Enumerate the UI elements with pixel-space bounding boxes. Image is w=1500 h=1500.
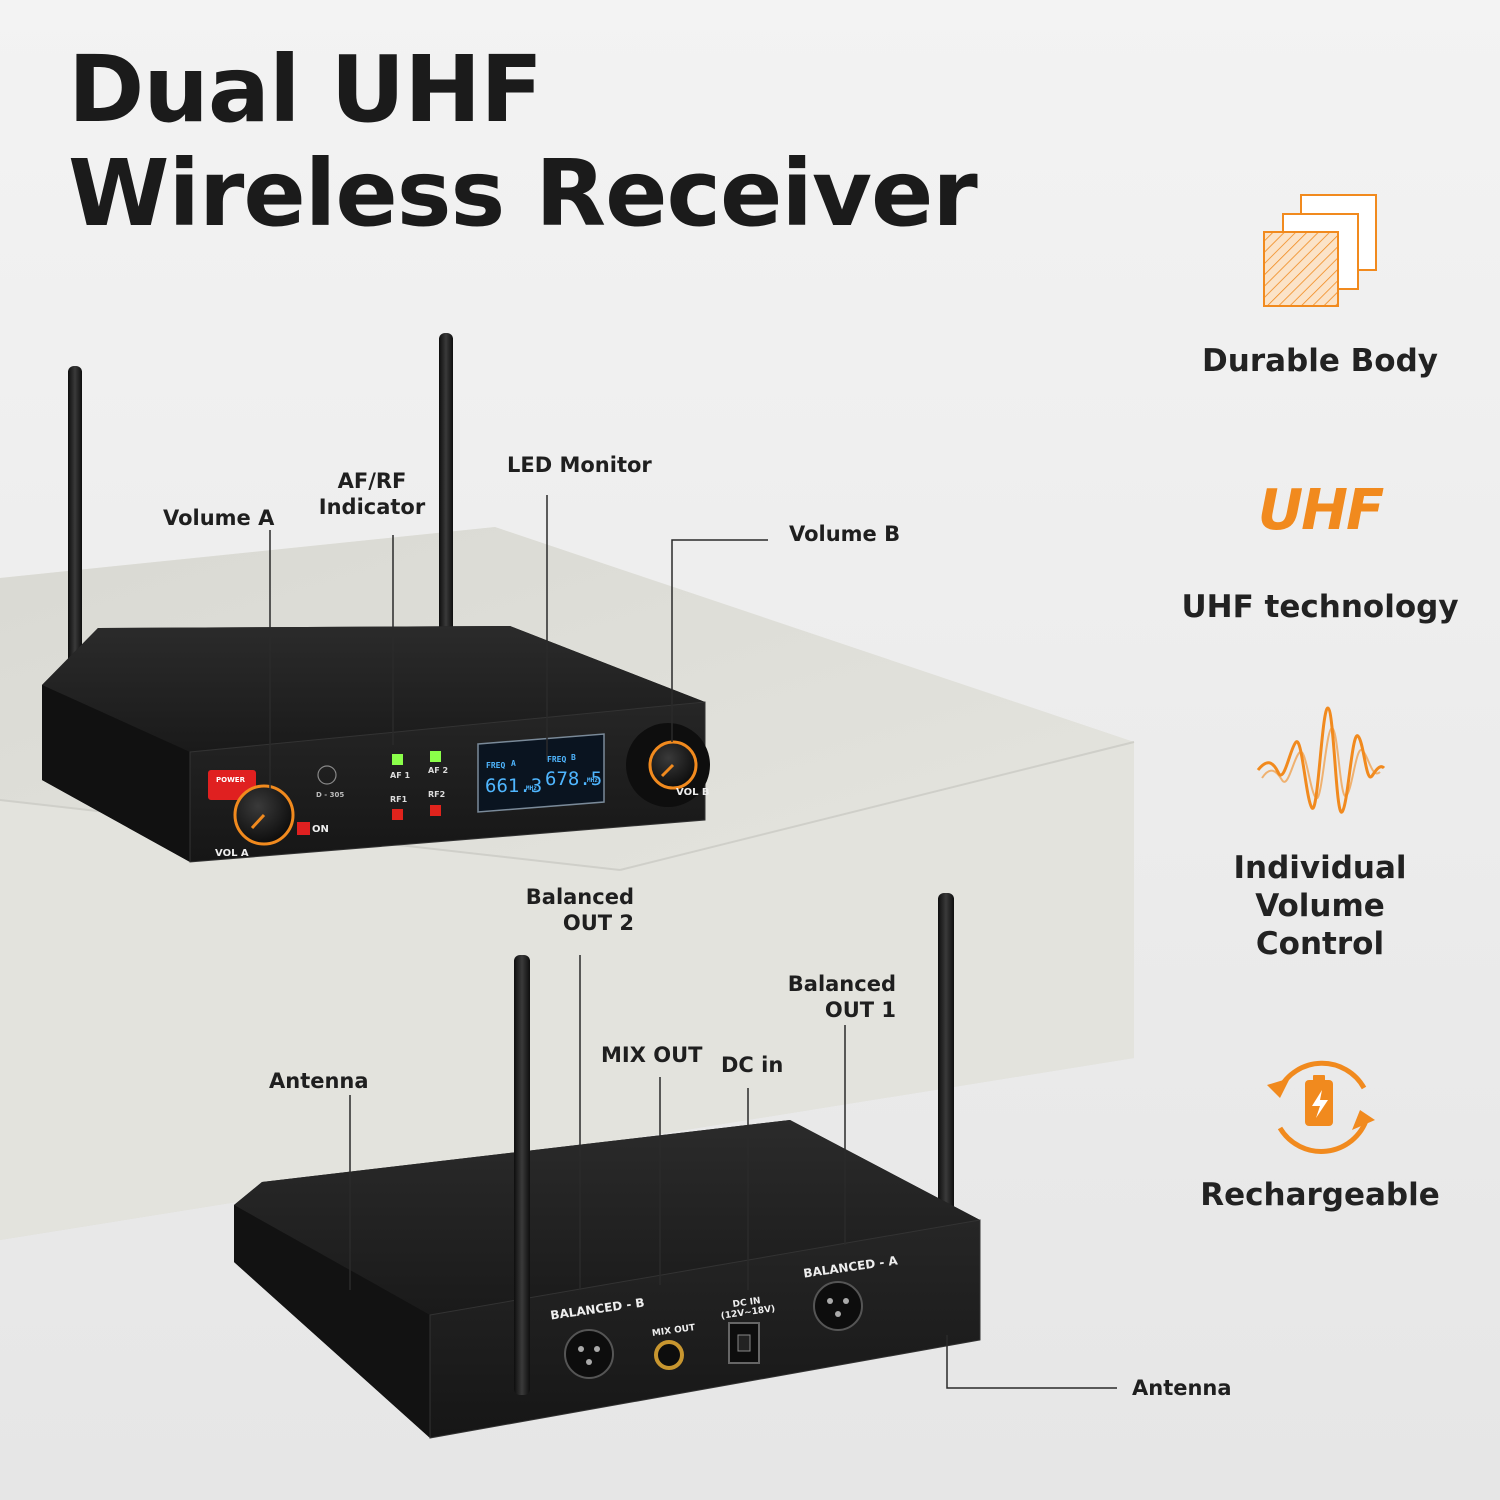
callout-balanced-out-1-line-2: OUT 1 [824,998,896,1022]
feature-rechargeable: Rechargeable [1170,1176,1470,1214]
uhf-text-icon: UHF [1170,478,1470,543]
callout-af-rf-line-1: AF/RF [337,469,407,493]
af2-label: AF 2 [428,766,449,775]
mix-out-jack [654,1340,684,1370]
sound-wave-icon [1256,706,1386,814]
callout-balanced-out-1: Balanced OUT 1 [782,971,896,1023]
lcd-frequency-b: 678.5 [545,768,603,790]
antenna-left-front [68,366,82,686]
lcd-unit-a: MHz [526,785,537,792]
callout-volume-b: Volume B [789,522,901,546]
brand-logo [317,765,337,785]
feature-uhf-technology-label: UHF technology [1181,589,1459,625]
callout-antenna-left: Antenna [269,1069,369,1093]
page-title: Dual UHF Wireless Receiver [68,36,978,247]
callout-volume-a: Volume A [163,506,275,530]
xlr-balanced-a [813,1281,863,1331]
af1-label: AF 1 [390,771,411,780]
feature-durable-body-label: Durable Body [1202,343,1438,379]
on-label: ON [312,824,329,835]
feature-individual-volume-control: Individual Volume Control [1170,849,1470,963]
af2-led [430,751,441,762]
callout-led-monitor: LED Monitor [507,453,652,477]
rf2-label: RF2 [428,790,446,799]
lcd-channel-b: B [571,753,576,762]
lcd-freq-a-label: FREQ [486,761,506,770]
vol-a-label: VOL A [215,848,249,859]
layers-icon [1263,194,1377,307]
feature-uhf-technology: UHF technology [1170,588,1470,626]
rf1-led [392,809,403,820]
lcd-freq-b-label: FREQ [547,755,567,764]
xlr-balanced-b [564,1329,614,1379]
lcd-channel-a: A [511,759,516,768]
rf2-led [430,805,441,816]
af1-led [392,754,403,765]
callout-balanced-out-2-line-1: Balanced [525,885,634,909]
feature-volume-line-3: Control [1255,926,1385,962]
callout-af-rf-indicator: AF/RF Indicator [316,468,428,520]
callout-antenna-right: Antenna [1132,1376,1232,1400]
battery-cycle-icon [1267,1060,1375,1154]
title-line-1: Dual UHF [68,36,543,143]
antenna-center-front [439,333,453,633]
callout-balanced-out-1-line-1: Balanced [787,972,896,996]
lcd-unit-b: MHz [587,777,598,784]
callout-balanced-out-2-line-2: OUT 2 [562,911,634,935]
title-line-2: Wireless Receiver [68,140,978,247]
vol-b-label: VOL B [676,787,710,798]
antenna-left-back [514,955,530,1395]
lcd-frequency-a: 661.3 [485,775,543,797]
callout-balanced-out-2: Balanced OUT 2 [520,884,634,936]
rf1-label: RF1 [390,795,408,804]
callout-dc-in: DC in [721,1053,784,1077]
model-label: D - 305 [316,791,345,799]
feature-rechargeable-label: Rechargeable [1200,1177,1440,1213]
back-receiver [234,893,981,1439]
lcd-monitor [477,733,605,813]
callout-lines [269,495,1117,1389]
power-label: POWER [216,776,245,784]
feature-volume-line-2: Volume [1255,888,1385,924]
feature-durable-body: Durable Body [1170,342,1470,380]
feature-volume-line-1: Individual [1233,850,1407,886]
callout-mix-out: MIX OUT [601,1043,703,1067]
uhf-icon-text: UHF [1257,478,1385,543]
front-receiver [42,333,710,863]
callout-af-rf-line-2: Indicator [318,495,426,519]
